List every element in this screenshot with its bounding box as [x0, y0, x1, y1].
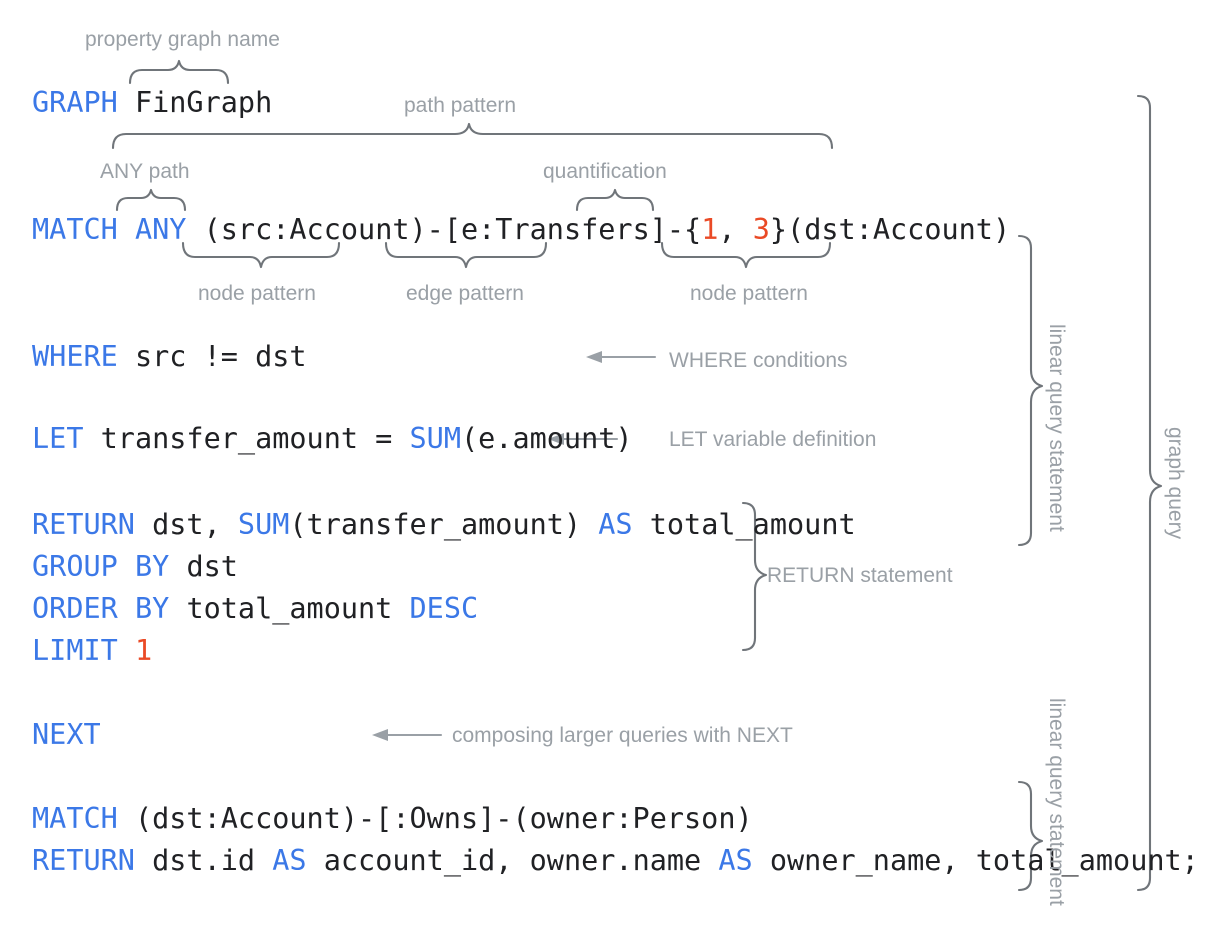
limit-value: 1 — [134, 634, 153, 667]
keyword-return: RETURN — [32, 508, 135, 541]
keyword-as-2: AS — [272, 844, 307, 877]
keyword-limit: LIMIT — [32, 634, 118, 667]
return-alias: total_amount — [632, 508, 856, 541]
brace-node-pattern-right — [660, 241, 832, 269]
keyword-desc: DESC — [409, 592, 479, 625]
space-1 — [118, 213, 135, 246]
return2-col-3: owner_name, total_amount; — [752, 844, 1199, 877]
let-sum-args: (e.amount) — [460, 422, 633, 455]
label-quantification: quantification — [543, 160, 667, 183]
graph-name-value: FinGraph — [117, 86, 273, 119]
function-sum-2: SUM — [237, 508, 290, 541]
keyword-return-2: RETURN — [32, 844, 135, 877]
keyword-order-by: ORDER BY — [32, 592, 170, 625]
code-line-next: NEXT — [32, 720, 101, 750]
group-by-key: dst — [169, 550, 238, 583]
keyword-graph: GRAPH — [32, 86, 118, 119]
label-node-pattern-left: node pattern — [198, 282, 316, 305]
arrow-where-conditions — [586, 351, 657, 363]
label-edge-pattern: edge pattern — [406, 282, 524, 305]
label-linear-query-statement-1: linear query statement — [1045, 324, 1068, 532]
let-assignment: transfer_amount = — [83, 422, 410, 455]
code-line-match: MATCH ANY (src:Account)-[e:Transfers]-{1… — [32, 215, 1010, 245]
keyword-where: WHERE — [32, 340, 118, 373]
label-linear-query-statement-2: linear query statement — [1045, 698, 1068, 906]
owns-path-pattern: (dst:Account)-[:Owns]-(owner:Person) — [117, 802, 753, 835]
code-line-return: RETURN dst, SUM(transfer_amount) AS tota… — [32, 510, 856, 540]
brace-linear-query-statement-1 — [1017, 234, 1044, 547]
return2-col-1: dst.id — [134, 844, 273, 877]
code-line-limit: LIMIT 1 — [32, 636, 152, 666]
label-return-statement: RETURN statement — [767, 564, 953, 587]
code-line-where: WHERE src != dst — [32, 342, 307, 372]
return-first-item: dst, — [134, 508, 238, 541]
keyword-group-by: GROUP BY — [32, 550, 170, 583]
path-pattern-text: (src:Account)-[e:Transfers]-{ — [186, 213, 702, 246]
keyword-as-3: AS — [718, 844, 753, 877]
code-line-match-2: MATCH (dst:Account)-[:Owns]-(owner:Perso… — [32, 804, 753, 834]
keyword-next: NEXT — [32, 718, 101, 751]
where-expression: src != dst — [117, 340, 307, 373]
label-composing-next: composing larger queries with NEXT — [452, 724, 793, 747]
space-2 — [118, 634, 135, 667]
brace-path-pattern — [111, 122, 834, 150]
brace-property-graph-name — [128, 59, 230, 85]
return-sum-args: (transfer_amount) — [289, 508, 599, 541]
order-by-key: total_amount — [169, 592, 410, 625]
label-where-conditions: WHERE conditions — [669, 349, 848, 372]
brace-quantification — [575, 188, 655, 212]
quantifier-upper-bound: 3 — [752, 213, 770, 246]
code-line-order-by: ORDER BY total_amount DESC — [32, 594, 478, 624]
code-line-let: LET transfer_amount = SUM(e.amount) — [32, 424, 633, 454]
code-line-return-2: RETURN dst.id AS account_id, owner.name … — [32, 846, 1199, 876]
label-property-graph-name: property graph name — [85, 28, 280, 51]
brace-node-pattern-left — [181, 241, 341, 269]
label-graph-query: graph query — [1164, 427, 1187, 540]
quantifier-lower-bound: 1 — [701, 213, 719, 246]
quantifier-separator: , — [718, 213, 753, 246]
brace-graph-query — [1136, 94, 1163, 892]
return2-col-2: account_id, owner.name — [306, 844, 719, 877]
label-node-pattern-right: node pattern — [690, 282, 808, 305]
keyword-match: MATCH — [32, 213, 118, 246]
dst-node-pattern-text: }(dst:Account) — [769, 213, 1011, 246]
brace-any-path — [115, 188, 187, 212]
keyword-as: AS — [598, 508, 633, 541]
code-line-group-by: GROUP BY dst — [32, 552, 238, 582]
code-line-graph: GRAPH FinGraph — [32, 88, 272, 118]
label-any-path: ANY path — [100, 160, 190, 183]
arrow-composing-next — [372, 729, 443, 741]
keyword-match-2: MATCH — [32, 802, 118, 835]
label-path-pattern: path pattern — [404, 94, 517, 117]
function-sum: SUM — [409, 422, 461, 455]
brace-edge-pattern — [384, 241, 548, 269]
keyword-let: LET — [32, 422, 84, 455]
keyword-any: ANY — [134, 213, 187, 246]
label-let-variable-definition: LET variable definition — [669, 428, 877, 451]
